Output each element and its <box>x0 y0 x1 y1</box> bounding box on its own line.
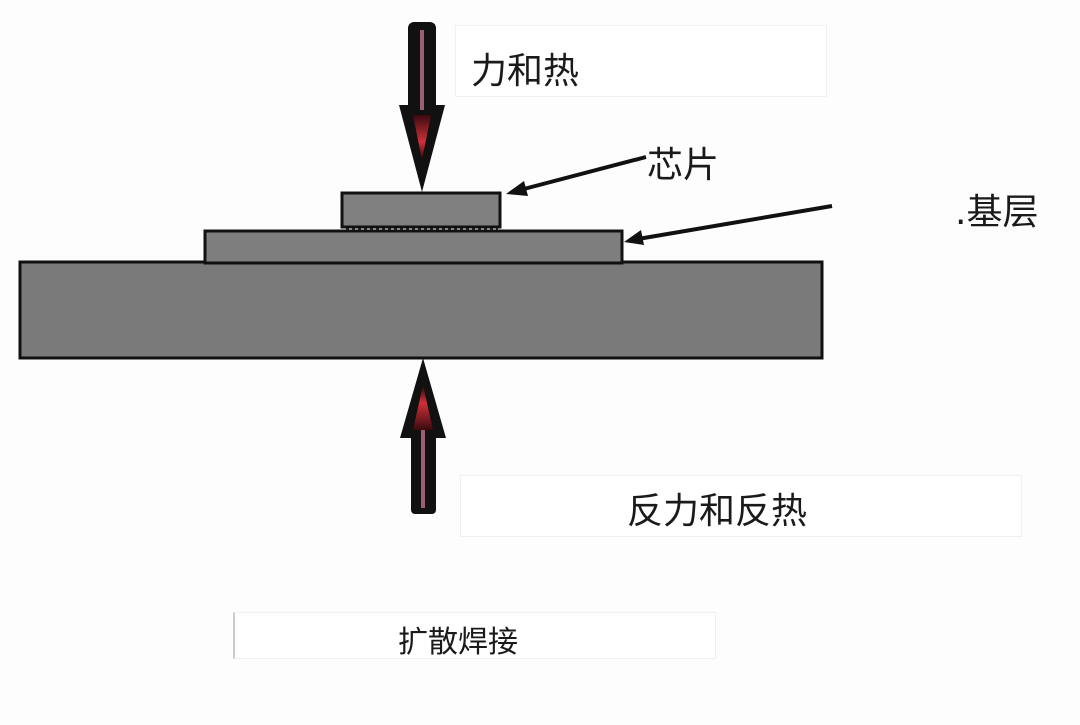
label-box-reaction <box>460 475 1022 537</box>
up-arrow-icon <box>400 358 446 514</box>
base-plate <box>18 260 824 360</box>
chip-leader-arrow-icon <box>506 155 647 196</box>
label-box-force-heat <box>455 25 827 97</box>
label-box-caption <box>233 612 716 659</box>
down-arrow-icon <box>399 22 445 192</box>
substrate-leader-arrow-icon <box>624 204 833 245</box>
caption-label: 扩散焊接 <box>398 625 518 660</box>
force-heat-label: 力和热 <box>471 51 580 92</box>
chip-label: 芯片 <box>647 145 720 186</box>
chip <box>340 191 502 229</box>
reaction-label: 反力和反热 <box>627 491 808 532</box>
substrate-label: .基层 <box>955 192 1039 233</box>
substrate-layer <box>203 229 624 265</box>
